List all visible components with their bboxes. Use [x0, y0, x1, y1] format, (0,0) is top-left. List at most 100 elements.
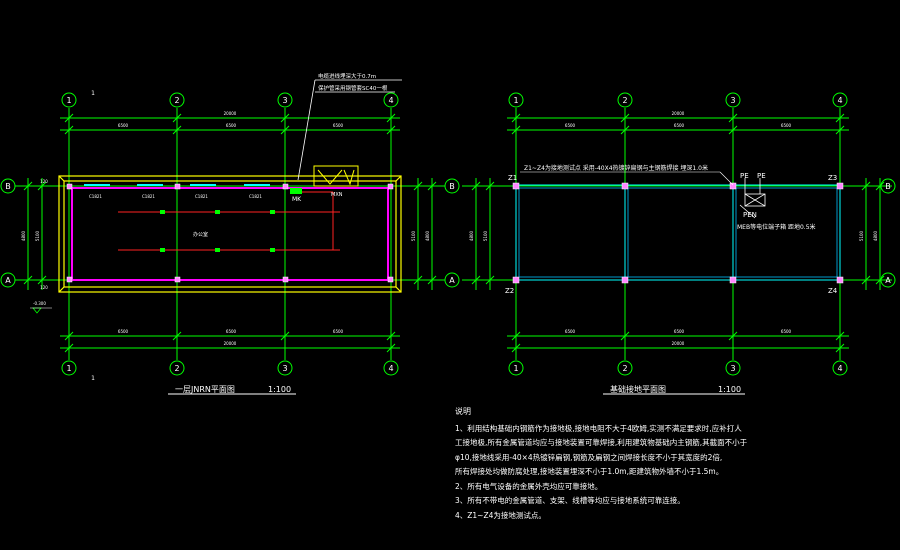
- left-dim-small-bottom: 120: [40, 285, 48, 290]
- note-leader: [297, 79, 402, 181]
- left-window-2: C1821: [142, 194, 155, 199]
- right-dim-top-total: 20000: [672, 111, 685, 116]
- notes-line-6: 3、所有不带电的金属管道、支架、线槽等均应与接地系统可靠连接。: [455, 496, 685, 505]
- right-dim-side-inner: 5100: [483, 230, 488, 241]
- left-axis-bubbles: [0, 92, 460, 376]
- right-axis-top-4: 4: [837, 96, 842, 105]
- left-window-4: C1821: [249, 194, 262, 199]
- left-dim-side-total: 4800: [21, 230, 26, 241]
- left-dim-side-inner-right: 5100: [411, 230, 416, 241]
- left-dim-side-total-right: 4800: [425, 230, 430, 241]
- right-dim-bottom-seg-1: 6500: [565, 329, 576, 334]
- left-axis-bottom-2: 2: [174, 364, 179, 373]
- left-axis-side-a-right: A: [449, 276, 455, 285]
- entrance-canopy-icon: [313, 165, 359, 187]
- left-axis-bottom-3: 3: [282, 364, 287, 373]
- left-axis-bottom-4: 4: [388, 364, 393, 373]
- left-dim-top-total: 20000: [224, 111, 237, 116]
- ground-note: Z1~Z4为接地测试点 采用-40X4热镀锌扁钢与主钢筋焊接 埋深1.0米: [524, 164, 708, 172]
- left-axis-lines: [15, 108, 445, 360]
- notes-line-7: 4、Z1~Z4为接地测试点。: [455, 510, 546, 520]
- right-dim-ticks: [471, 113, 885, 353]
- left-mark-1: 1: [91, 90, 95, 97]
- right-axis-bottom-2: 2: [622, 364, 627, 373]
- right-axis-bubbles: [508, 92, 896, 376]
- pen-label: PEN: [743, 211, 757, 219]
- notes-line-3: φ10,接地线采用-40×4热镀锌扁钢,钢筋及扁钢之间焊接长度不小于其宽度的2倍…: [455, 452, 723, 462]
- left-note-line2: 保护管采用钢管套SC40一根: [318, 84, 388, 92]
- design-notes: 说明 1、利用结构基础内钢筋作为接地极,接地电阻不大于4欧姆,实测不满足要求时,…: [455, 405, 885, 523]
- elevation-symbol: [32, 307, 42, 314]
- left-axis-side-b-right: B: [449, 182, 455, 191]
- left-dim-top-seg-2: 6500: [226, 123, 237, 128]
- right-axis-lines: [462, 108, 892, 360]
- right-axis-side-b: B: [885, 182, 891, 191]
- right-columns: [512, 182, 844, 284]
- right-dim-bottom-total: 20000: [672, 341, 685, 346]
- left-mark-bottom-1: 1: [91, 375, 95, 382]
- right-axis-side-a: A: [885, 276, 891, 285]
- right-dim-top-seg-3: 6500: [781, 123, 792, 128]
- left-dim-bottom-seg-3: 6500: [333, 329, 344, 334]
- left-label-mxn: MXN: [331, 192, 343, 198]
- left-axis-bottom-1: 1: [66, 364, 71, 373]
- left-axis-top-3: 3: [282, 96, 287, 105]
- left-dim-top-seg-3: 6500: [333, 123, 344, 128]
- right-dim-bottom-seg-2: 6500: [674, 329, 685, 334]
- right-axis-top-1: 1: [513, 96, 518, 105]
- left-axis-side-a: A: [5, 276, 11, 285]
- left-note-line1: 电缆进线埋深大于0.7m: [318, 72, 376, 80]
- left-plan-notes: 电缆进线埋深大于0.7m 保护管采用钢管套SC40一根 MK MXN 办公室 C…: [33, 72, 388, 394]
- right-plan-notes: Z1~Z4为接地测试点 采用-40X4热镀锌扁钢与主钢筋焊接 埋深1.0米 Z1…: [505, 164, 838, 394]
- left-label-mk: MK: [292, 196, 302, 203]
- right-dim-side-inner-right: 5100: [859, 230, 864, 241]
- right-plan-title: 基础接地平面图: [610, 384, 666, 394]
- right-axis-bottom-3: 3: [730, 364, 735, 373]
- notes-line-1: 1、利用结构基础内钢筋作为接地极,接地电阻不大于4欧姆,实测不满足要求时,应补打…: [455, 423, 742, 433]
- right-dim-top-seg-1: 6500: [565, 123, 576, 128]
- left-dim-ticks: [23, 113, 437, 353]
- left-elevation-tag: -0.300: [33, 301, 46, 306]
- left-plan-scale: 1:100: [268, 385, 291, 394]
- right-dim-top-seg-2: 6500: [674, 123, 685, 128]
- pe-label-1: PE: [740, 172, 749, 180]
- left-dim-bottom-seg-1: 6500: [118, 329, 129, 334]
- right-axis-bottom-4: 4: [837, 364, 842, 373]
- left-axis-side-b: B: [5, 182, 11, 191]
- right-plan-texts: 1 2 3 4 1 2 3 4 B A 20000 6500 6500 6500…: [469, 96, 891, 373]
- right-plan: [462, 92, 896, 395]
- meb-note: MEB等电位端子箱 距地0.5米: [737, 223, 816, 231]
- notes-line-4: 所有焊接处均做防腐处理,接地装置埋深不小于1.0m,距建筑物外墙不小于1.5m。: [455, 467, 724, 476]
- corner-z4: Z4: [828, 287, 838, 295]
- left-axis-top-2: 2: [174, 96, 179, 105]
- notes-heading: 说明: [455, 407, 471, 416]
- left-plan-texts: 1 2 3 4 1 2 3 4 B A B A 1 1 20000 6500 6…: [5, 90, 455, 382]
- left-dim-bottom-seg-2: 6500: [226, 329, 237, 334]
- pe-label-2: PE: [757, 172, 766, 180]
- left-window-1: C1821: [89, 194, 102, 199]
- left-axis-top-1: 1: [66, 96, 71, 105]
- right-axis-top-3: 3: [730, 96, 735, 105]
- right-dim-bottom-seg-3: 6500: [781, 329, 792, 334]
- left-dim-top-seg-1: 6500: [118, 123, 129, 128]
- left-dim-side-inner: 5100: [35, 230, 40, 241]
- notes-line-5: 2、所有电气设备的金属外壳均应可靠接地。: [455, 481, 603, 491]
- left-plan: [0, 79, 460, 395]
- left-inner-wall: [71, 187, 389, 281]
- left-columns: [66, 183, 394, 283]
- corner-z1: Z1: [508, 174, 517, 182]
- left-lamps: [160, 210, 275, 252]
- left-dim-small-top: 120: [40, 179, 48, 184]
- right-dim-side-total: 4800: [469, 230, 474, 241]
- mk-box-icon: [290, 188, 302, 194]
- right-axis-bottom-1: 1: [513, 364, 518, 373]
- ground-loop: [515, 184, 841, 281]
- meb-box-icon: [739, 178, 766, 219]
- corner-z3: Z3: [828, 174, 837, 182]
- corner-z2: Z2: [505, 287, 514, 295]
- left-outer-wall: [58, 175, 402, 293]
- right-axis-top-2: 2: [622, 96, 627, 105]
- left-circuit: [118, 191, 340, 251]
- left-plan-title: 一层JNRN平面图: [175, 385, 235, 394]
